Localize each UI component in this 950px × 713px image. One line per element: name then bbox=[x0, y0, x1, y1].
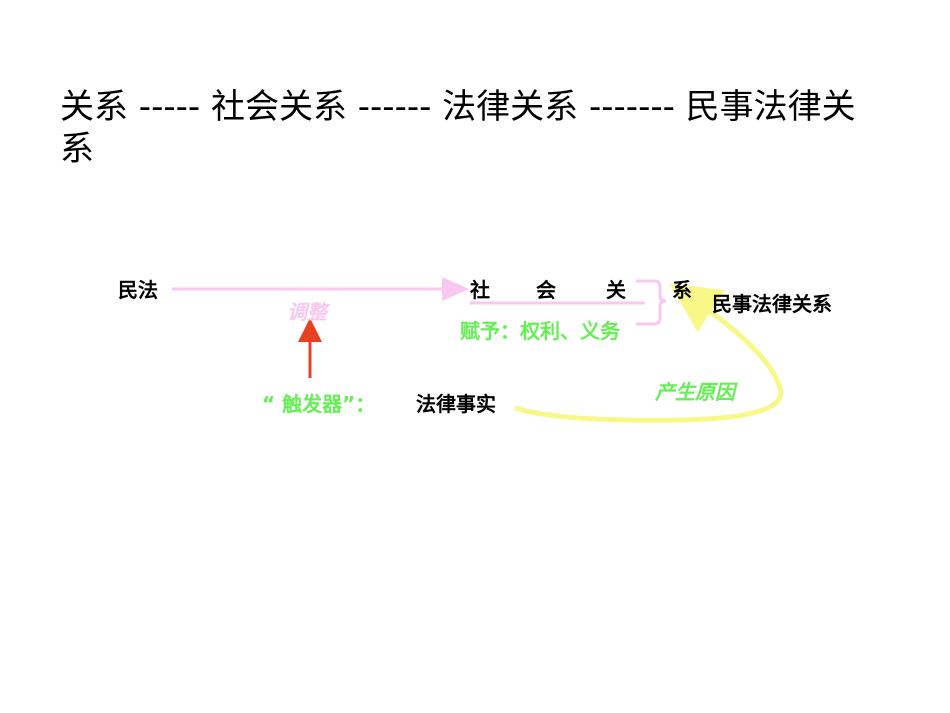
civil-law-node: 民法 bbox=[118, 278, 158, 302]
social-relation-char: 社 bbox=[470, 278, 490, 302]
legal-fact-node: 法律事实 bbox=[416, 392, 496, 416]
slide-title: 关系 ----- 社会关系 ------ 法律关系 ------- 民事法律关系 bbox=[60, 87, 856, 169]
rights-duties-label: 赋予：权利、义务 bbox=[460, 319, 620, 343]
cause-curve bbox=[514, 283, 784, 423]
social-relation-char: 关 bbox=[606, 278, 626, 302]
social-relation-char: 会 bbox=[536, 278, 556, 302]
brace bbox=[636, 279, 667, 326]
cause-label: 产生原因 bbox=[655, 380, 735, 404]
social-relation-char: 系 bbox=[672, 278, 692, 302]
trigger-label: “ 触发器”： bbox=[262, 392, 376, 416]
social-relation-node: 社会关系 bbox=[470, 278, 692, 302]
civil-legal-relation-node: 民事法律关系 bbox=[712, 292, 832, 316]
adjust-label: 调整 bbox=[287, 300, 327, 324]
